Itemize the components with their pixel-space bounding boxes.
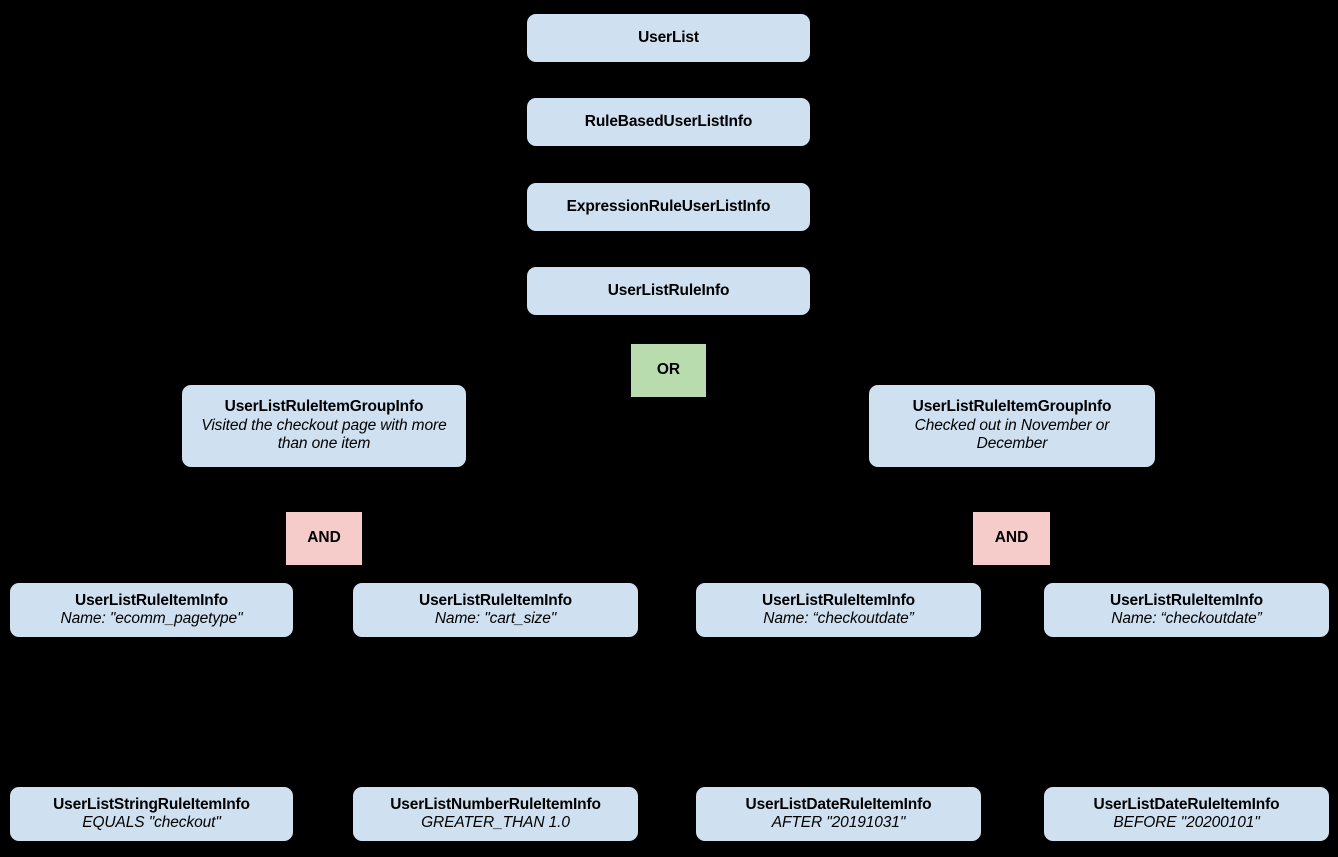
- node-subtitle: Name: "cart_size": [434, 610, 557, 627]
- node-operator-and-left[interactable]: AND: [286, 512, 362, 565]
- node-title: UserListRuleInfo: [607, 281, 730, 299]
- node-operator-and-right[interactable]: AND: [973, 512, 1050, 565]
- node-rulebaseduserlistinfo[interactable]: RuleBasedUserListInfo: [527, 98, 810, 146]
- node-title: ExpressionRuleUserListInfo: [566, 197, 771, 215]
- node-value-number[interactable]: UserListNumberRuleItemInfo GREATER_THAN …: [353, 787, 638, 841]
- node-value-date-before[interactable]: UserListDateRuleItemInfo BEFORE "2020010…: [1044, 787, 1329, 841]
- node-title: UserListRuleItemInfo: [75, 591, 228, 609]
- node-title: UserListRuleItemGroupInfo: [912, 398, 1112, 416]
- node-subtitle: GREATER_THAN 1.0: [421, 814, 570, 831]
- node-title: UserListNumberRuleItemInfo: [390, 795, 601, 813]
- node-expressionruleuserlistinfo[interactable]: ExpressionRuleUserListInfo: [527, 183, 810, 231]
- node-subtitle: Name: “checkoutdate”: [763, 610, 914, 627]
- node-subtitle: Name: "ecomm_pagetype": [60, 610, 243, 627]
- node-title: UserList: [638, 28, 699, 46]
- node-title: UserListRuleItemGroupInfo: [224, 398, 424, 416]
- node-group-right[interactable]: UserListRuleItemGroupInfo Checked out in…: [869, 385, 1155, 467]
- operator-label: AND: [994, 529, 1029, 547]
- node-item-checkoutdate-after[interactable]: UserListRuleItemInfo Name: “checkoutdate…: [696, 583, 981, 637]
- node-userlistruleinfo[interactable]: UserListRuleInfo: [527, 267, 810, 315]
- node-operator-or[interactable]: OR: [631, 344, 706, 397]
- node-title: RuleBasedUserListInfo: [584, 112, 753, 130]
- node-item-cartsize[interactable]: UserListRuleItemInfo Name: "cart_size": [353, 583, 638, 637]
- node-subtitle: Name: “checkoutdate”: [1111, 610, 1262, 627]
- node-subtitle: Checked out in November or December: [914, 416, 1110, 453]
- node-value-date-after[interactable]: UserListDateRuleItemInfo AFTER "20191031…: [696, 787, 981, 841]
- node-title: UserListStringRuleItemInfo: [53, 795, 250, 813]
- node-title: UserListDateRuleItemInfo: [745, 795, 932, 813]
- node-group-left[interactable]: UserListRuleItemGroupInfo Visited the ch…: [182, 385, 466, 467]
- node-subtitle: Visited the checkout page with more than…: [201, 416, 447, 453]
- node-title: UserListRuleItemInfo: [419, 591, 572, 609]
- node-title: UserListRuleItemInfo: [1110, 591, 1263, 609]
- node-subtitle: AFTER "20191031": [771, 814, 906, 831]
- node-item-checkoutdate-before[interactable]: UserListRuleItemInfo Name: “checkoutdate…: [1044, 583, 1329, 637]
- node-subtitle: EQUALS "checkout": [82, 814, 221, 831]
- operator-label: AND: [307, 529, 341, 547]
- node-title: UserListRuleItemInfo: [762, 591, 915, 609]
- node-userlist[interactable]: UserList: [527, 14, 810, 62]
- node-value-string[interactable]: UserListStringRuleItemInfo EQUALS "check…: [10, 787, 293, 841]
- operator-label: OR: [656, 361, 681, 379]
- node-title: UserListDateRuleItemInfo: [1093, 795, 1280, 813]
- node-item-pagetype[interactable]: UserListRuleItemInfo Name: "ecomm_pagety…: [10, 583, 293, 637]
- node-subtitle: BEFORE "20200101": [1113, 814, 1260, 831]
